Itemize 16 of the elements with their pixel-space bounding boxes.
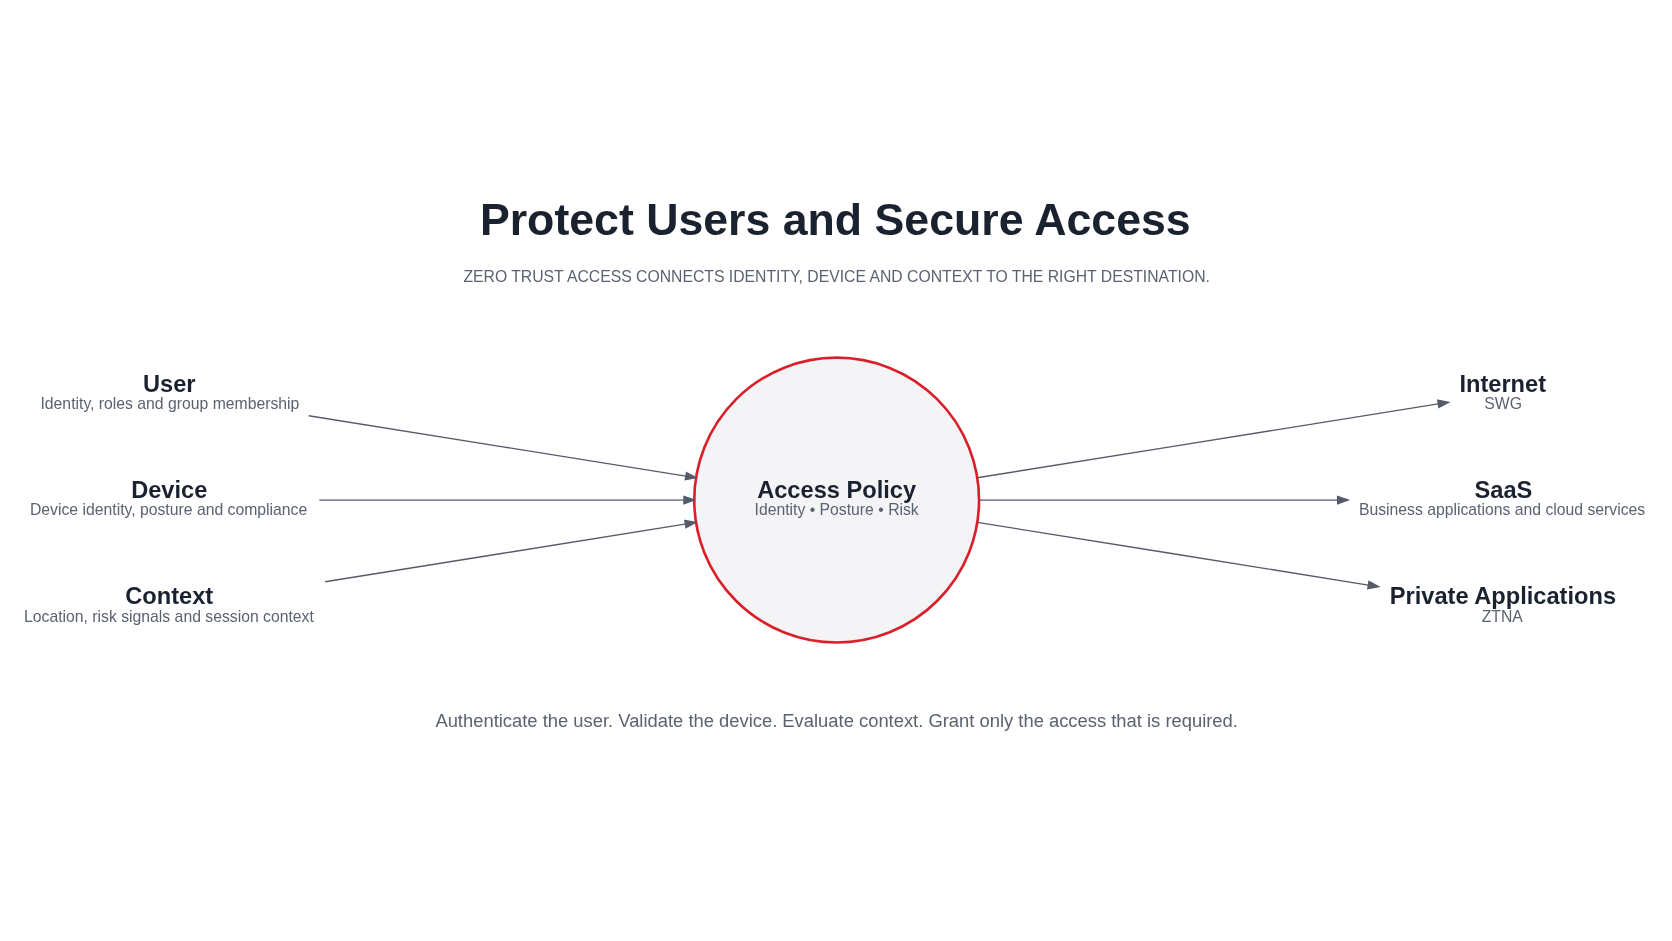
arrow (324, 519, 698, 583)
arrow (978, 495, 1351, 505)
node-circle: Access Policy Identity • Posture • Risk (692, 356, 981, 644)
label: ZERO TRUST ACCESS CONNECTS IDENTITY, DEVICE AND CONTEXT TO THE RIGHT DESTINATION. (463, 268, 1210, 286)
node-text: User Identity, roles and group membership (40, 370, 300, 412)
arrow (308, 415, 699, 481)
node-text: Internet SWG (1459, 370, 1547, 412)
arrow (318, 495, 697, 505)
caption: Authenticate the user. Validate the device. Evaluate context. Grant only the access that is required. (435, 709, 1238, 731)
node-text: Device Device identity, posture and compliance (29, 476, 308, 519)
arrow (976, 521, 1381, 590)
node-text: SaaS Business applications and cloud services (1358, 476, 1646, 519)
node-text: Private Applications ZTNA (1389, 583, 1617, 625)
arrow (976, 399, 1451, 479)
diagram-title: Protect Users and Secure Access (479, 194, 1191, 244)
node-text: Context Location, risk signals and session context (24, 583, 314, 625)
